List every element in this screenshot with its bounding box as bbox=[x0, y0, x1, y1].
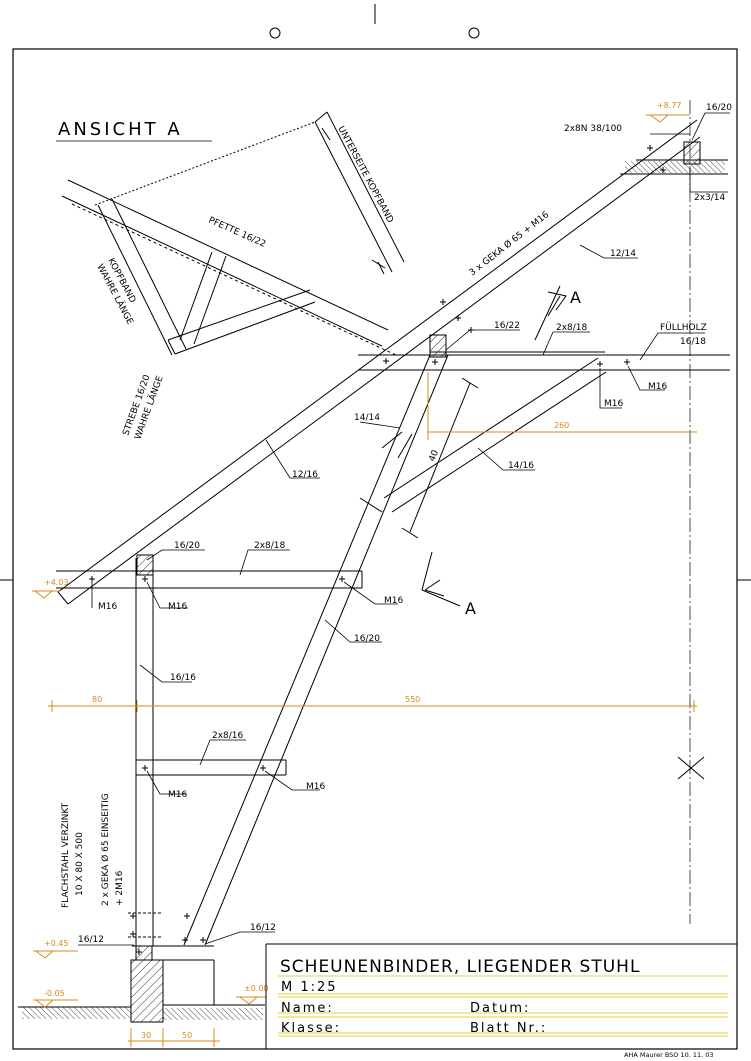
drawing-title: SCHEUNENBINDER, LIEGENDER STUHL bbox=[280, 957, 640, 977]
drawing-credit: AHA Maurer BSO 10. 11. 03 bbox=[624, 1051, 714, 1059]
sheet-frame bbox=[0, 4, 751, 1050]
label-brace-right: 14/16 bbox=[508, 461, 534, 471]
label-dim-diag: 40 bbox=[428, 449, 442, 464]
label-m16-mid-center: M16 bbox=[604, 399, 623, 409]
ridge-board-hatch bbox=[625, 161, 725, 173]
ground-hatch-left bbox=[22, 1007, 131, 1019]
label-geka: 2 x GEKA Ø 65 EINSEITIG bbox=[100, 793, 111, 906]
label-ridge-nail: 2x8N 38/100 bbox=[564, 124, 622, 134]
dim-50: 50 bbox=[182, 1031, 192, 1040]
elev-ridge: +8.77 bbox=[657, 101, 682, 110]
leader-lines bbox=[78, 112, 730, 946]
date-field-label: Datum: bbox=[470, 1001, 530, 1016]
foundation-hatch bbox=[130, 959, 164, 1023]
drawing-scale: M 1:25 bbox=[281, 980, 338, 995]
truss-geometry bbox=[18, 100, 730, 1023]
dim-30: 30 bbox=[141, 1031, 151, 1040]
eave-purlin-section bbox=[136, 554, 154, 576]
label-fuellholz-size: 16/18 bbox=[680, 337, 706, 347]
label-ridge-beam: 16/20 bbox=[706, 103, 732, 113]
elev-sill: +0.45 bbox=[44, 939, 69, 948]
bolt-marks bbox=[89, 145, 666, 955]
label-strut: 16/20 bbox=[354, 634, 380, 644]
label-rafter-low: 12/16 bbox=[292, 470, 318, 480]
label-unterseite-kopfband: UNTERSEITE KOPFBAND bbox=[335, 125, 395, 225]
label-pfette: PFETTE 16/22 bbox=[207, 216, 267, 250]
section-label-a-top: A bbox=[570, 288, 581, 307]
dim-550: 550 bbox=[405, 695, 420, 704]
label-brace-mid: 14/14 bbox=[354, 413, 380, 423]
class-field-label: Klasse: bbox=[281, 1021, 341, 1036]
name-field-label: Name: bbox=[281, 1001, 334, 1016]
label-rafter-top: 12/14 bbox=[610, 249, 636, 259]
mid-purlin-section bbox=[429, 334, 447, 358]
ground-hatch-right bbox=[163, 1008, 263, 1020]
title-block bbox=[265, 943, 737, 1049]
elev-eave: +4.03 bbox=[44, 578, 69, 587]
label-m16-low-left: M16 bbox=[98, 602, 117, 612]
label-tie-mid: 2x8/18 bbox=[556, 323, 588, 333]
label-rafter-bolts: 3 x GEKA Ø 65 + M16 bbox=[467, 209, 551, 278]
section-arrows bbox=[421, 285, 567, 607]
section-label-a-bottom: A bbox=[465, 599, 476, 618]
sill-hatch bbox=[135, 945, 153, 961]
label-tie-bottom: 2x8/16 bbox=[212, 731, 244, 741]
label-purlin-low: 16/20 bbox=[174, 541, 200, 551]
label-ridge-board: 2x3/14 bbox=[694, 193, 726, 203]
sheet-number-label: Blatt Nr.: bbox=[470, 1021, 547, 1036]
label-m16-bot-right: M16 bbox=[306, 782, 325, 792]
label-post: 16/16 bbox=[170, 673, 196, 683]
label-m16-mid-right: M16 bbox=[648, 382, 667, 392]
label-m16-low-post: M16 bbox=[168, 602, 187, 612]
dim-80: 80 bbox=[92, 695, 102, 704]
label-sill-right: 16/12 bbox=[250, 923, 276, 933]
label-sill-left: 16/12 bbox=[78, 935, 104, 945]
label-m16-low-right: M16 bbox=[384, 596, 403, 606]
label-flachstahl-size: 10 X 80 X 500 bbox=[75, 832, 85, 896]
elev-zero: ±0.00 bbox=[244, 984, 269, 993]
dimension-lines bbox=[32, 114, 697, 1047]
label-purlin-mid: 16/22 bbox=[494, 321, 520, 331]
dim-260: 260 bbox=[554, 421, 569, 430]
label-m16-bot-left: M16 bbox=[168, 790, 187, 800]
ridge-purlin-section bbox=[683, 141, 701, 165]
label-fuellholz: FÜLLHOLZ bbox=[660, 322, 707, 333]
label-tie-low: 2x8/18 bbox=[254, 541, 286, 551]
elev-ground: -0.05 bbox=[44, 989, 65, 998]
label-flachstahl: FLACHSTAHL VERZINKT bbox=[61, 802, 71, 908]
view-a-geometry bbox=[61, 111, 405, 357]
label-geka-m16: + 2M16 bbox=[115, 870, 125, 906]
view-title: ANSICHT A bbox=[58, 119, 183, 140]
